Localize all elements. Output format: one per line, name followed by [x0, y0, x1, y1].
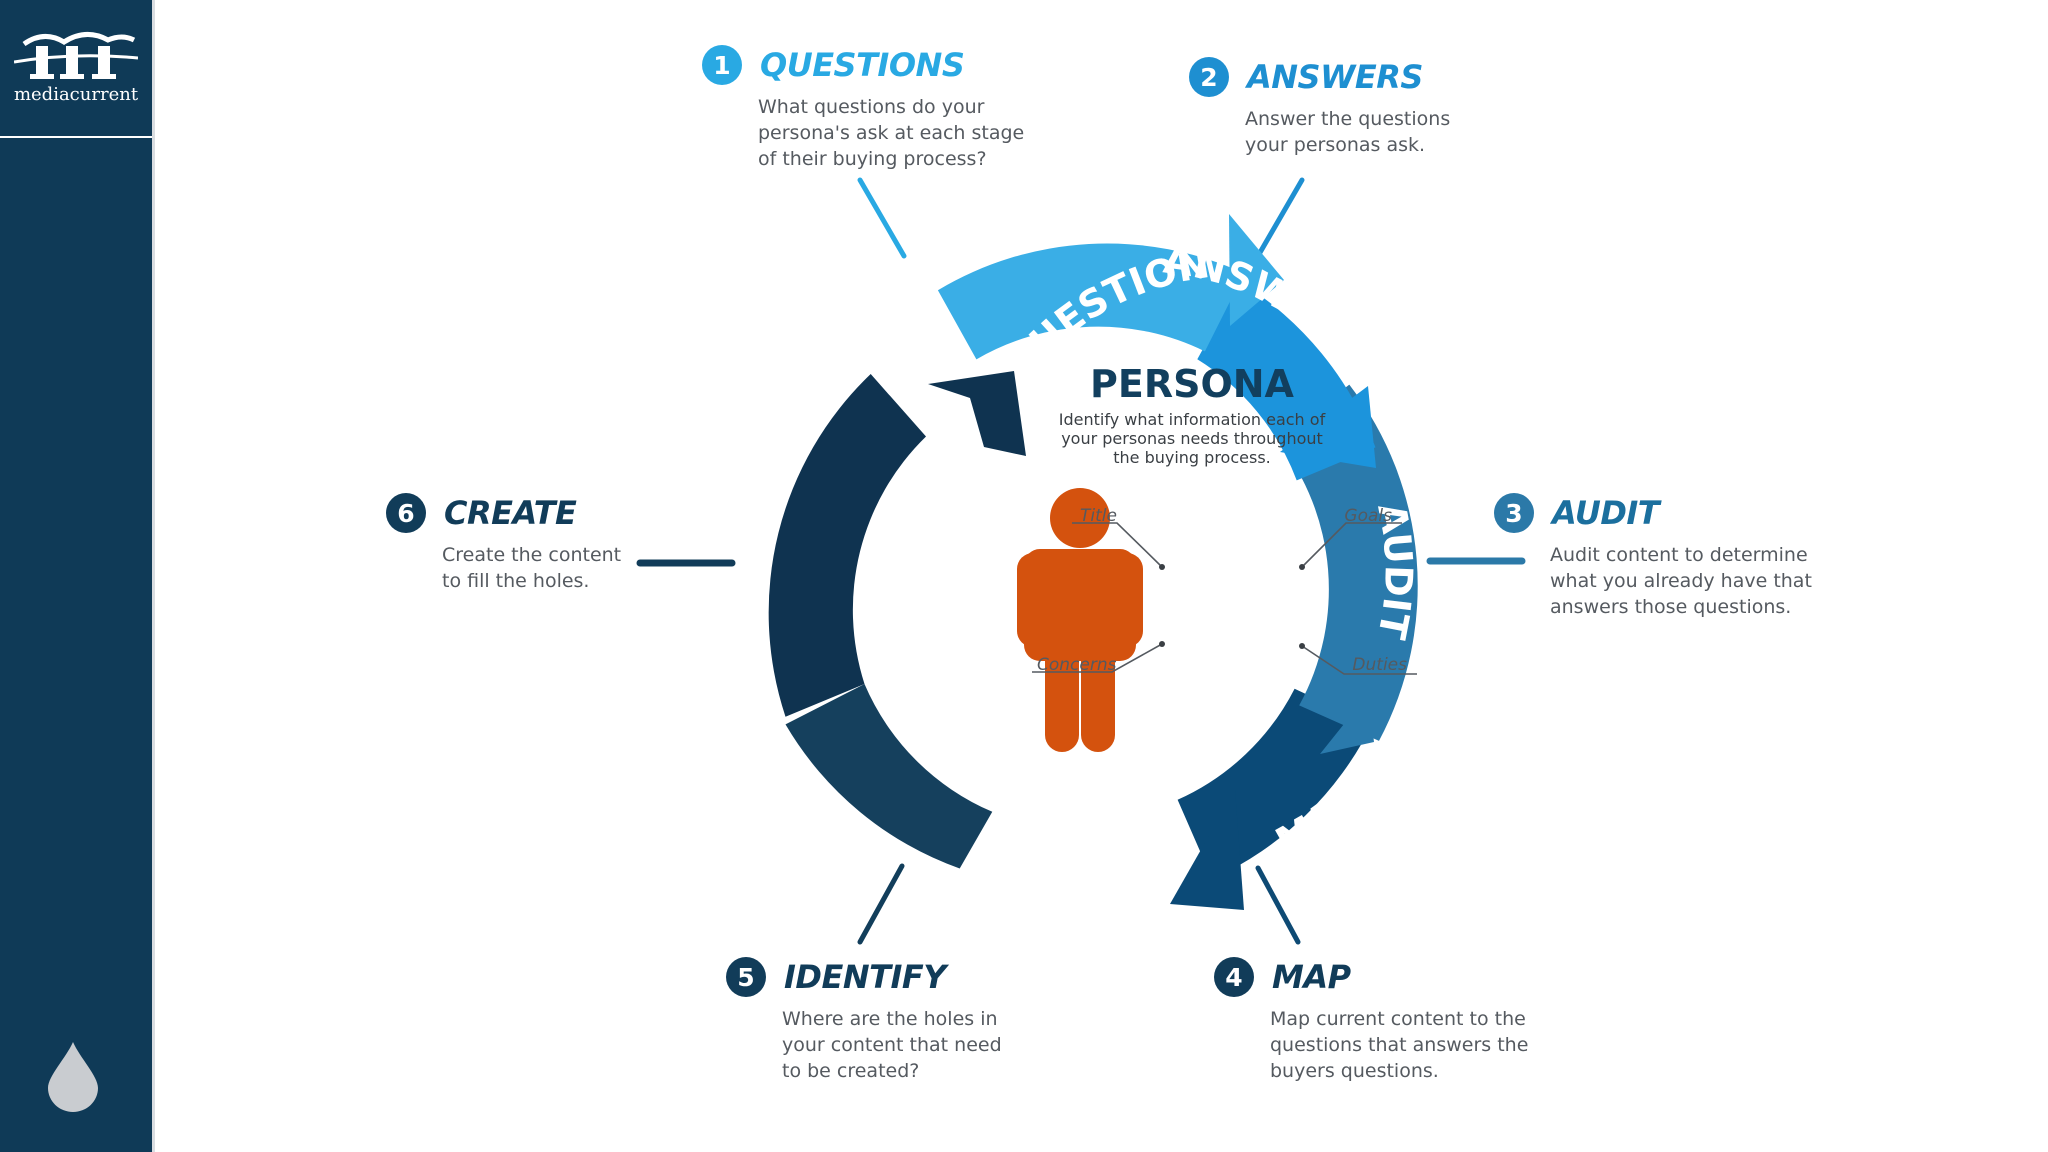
step-description-create: Create the content to fill the holes. — [442, 544, 622, 592]
arrowhead-create — [928, 371, 1026, 456]
ring-segment-create — [768, 374, 926, 717]
arrowhead-map — [1170, 790, 1244, 910]
water-drop-icon — [48, 1042, 98, 1112]
sidebar: mediacurrent — [0, 0, 155, 1152]
step-number-5: 5 — [726, 957, 766, 997]
ring-label-create: CREATE — [903, 438, 975, 612]
person-icon — [1017, 488, 1143, 752]
step-create: 6 CREATE Create the content to fill the … — [386, 490, 621, 594]
persona-description: Identify what information each of your p… — [1058, 410, 1326, 467]
concerns-callout-line — [1032, 643, 1163, 673]
step-map: 4 MAP Map current content to the questio… — [1214, 954, 1528, 1084]
connector-answers — [1255, 177, 1305, 259]
connector-identify — [857, 863, 905, 945]
step-number-6: 6 — [386, 493, 426, 533]
step-title-questions: QUESTIONS — [760, 46, 965, 84]
step-description-audit: Audit content to determine what you alre… — [1550, 544, 1812, 618]
connector-questions — [857, 177, 907, 259]
step-answers: 2 ANSWERS Answer the questions your pers… — [1189, 54, 1450, 158]
step-title-answers: ANSWERS — [1247, 58, 1423, 96]
ring-label-questions: QUESTIONS — [152, 0, 1213, 364]
logo-text: mediacurrent — [13, 84, 139, 105]
mediacurrent-m-icon — [14, 32, 138, 79]
persona-title: PERSONA — [1090, 362, 1294, 406]
step-description-identify: Where are the holes in your content that… — [782, 1008, 1002, 1082]
attribute-goals: Goals — [1344, 506, 1392, 526]
ring-segment-identify — [785, 684, 993, 869]
attribute-concerns: Concerns — [1037, 655, 1117, 675]
step-description-map: Map current content to the questions tha… — [1270, 1008, 1529, 1082]
connector-map — [1255, 865, 1301, 945]
step-number-1: 1 — [702, 45, 742, 85]
title-callout-line — [1072, 522, 1163, 568]
step-description-answers: Answer the questions your personas ask. — [1245, 108, 1451, 156]
step-description-questions: What questions do your persona's ask at … — [758, 96, 1025, 170]
duties-callout-line — [1301, 645, 1417, 675]
ring-segment-questions — [937, 243, 1245, 360]
step-number-4: 4 — [1214, 957, 1254, 997]
goals-callout-line — [1301, 522, 1402, 568]
step-number-3: 3 — [1494, 493, 1534, 533]
step-audit: 3 AUDIT Audit content to determine what … — [1494, 490, 1812, 620]
step-title-audit: AUDIT — [1552, 494, 1660, 532]
step-identify: 5 IDENTIFY Where are the holes in your c… — [726, 954, 1002, 1084]
attribute-duties: Duties — [1352, 655, 1407, 675]
step-title-identify: IDENTIFY — [784, 958, 946, 996]
cycle-diagram: QUESTIONS ANSWERS AUDIT MAP IDENTIFY CRE… — [152, 0, 2048, 1152]
arrowhead-questions — [1229, 214, 1284, 326]
step-number-2: 2 — [1189, 57, 1229, 97]
diagram-graphics: QUESTIONS ANSWERS AUDIT MAP IDENTIFY CRE… — [152, 0, 1526, 945]
step-questions: 1 QUESTIONS What questions do your perso… — [702, 42, 1024, 172]
arrowhead-answers — [1280, 386, 1376, 468]
attribute-title: Title — [1080, 506, 1117, 526]
step-title-map: MAP — [1272, 958, 1351, 996]
step-title-create: CREATE — [444, 494, 577, 532]
logo[interactable]: mediacurrent — [0, 0, 152, 138]
arrowhead-audit — [1320, 694, 1374, 754]
